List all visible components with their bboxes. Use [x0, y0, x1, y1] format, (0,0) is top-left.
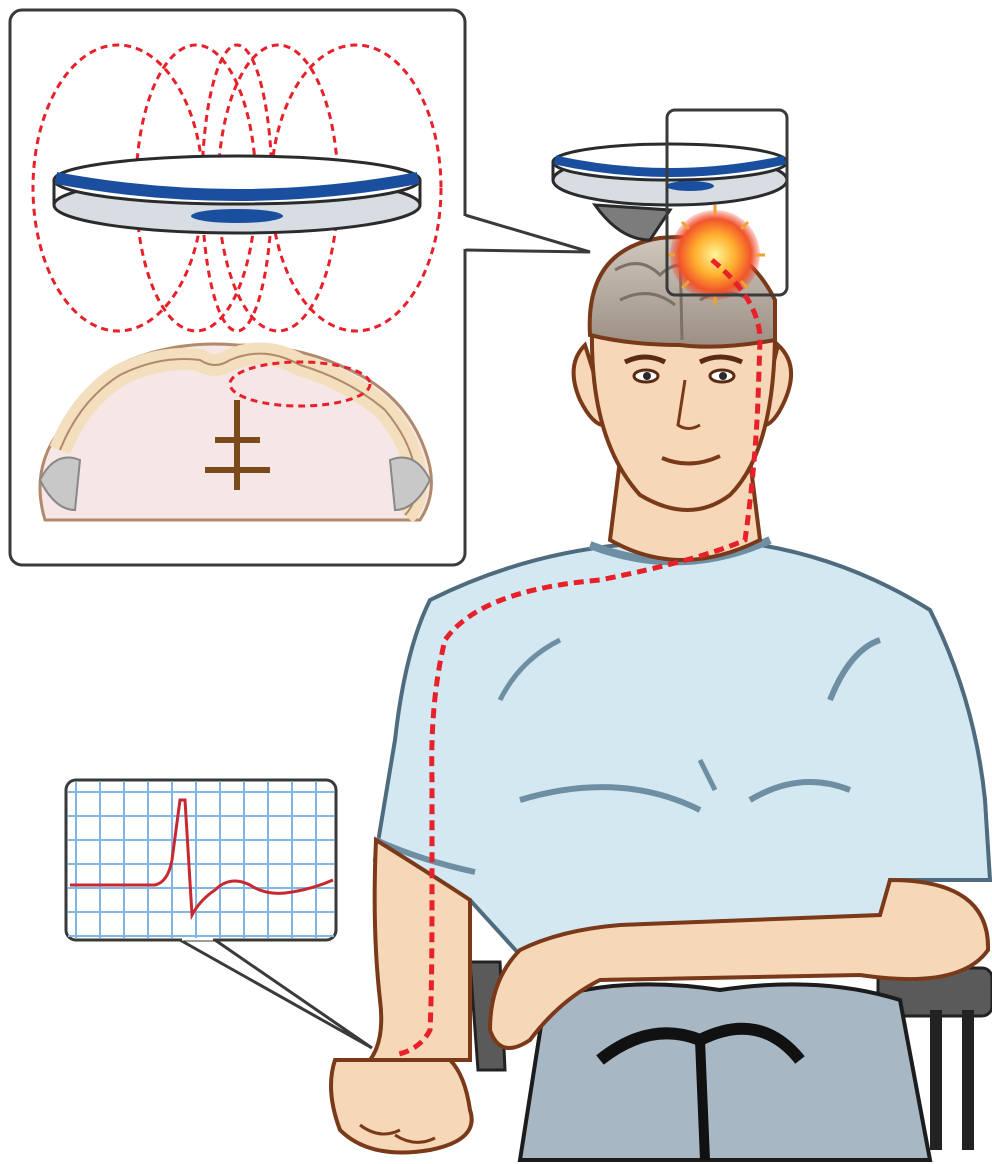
left-arm: [331, 840, 472, 1153]
emg-inset: [66, 780, 372, 1048]
coil-field-inset: [10, 10, 590, 565]
tms-coil-icon: [553, 144, 787, 240]
tms-coil-icon: [54, 156, 420, 233]
pants: [520, 984, 930, 1160]
